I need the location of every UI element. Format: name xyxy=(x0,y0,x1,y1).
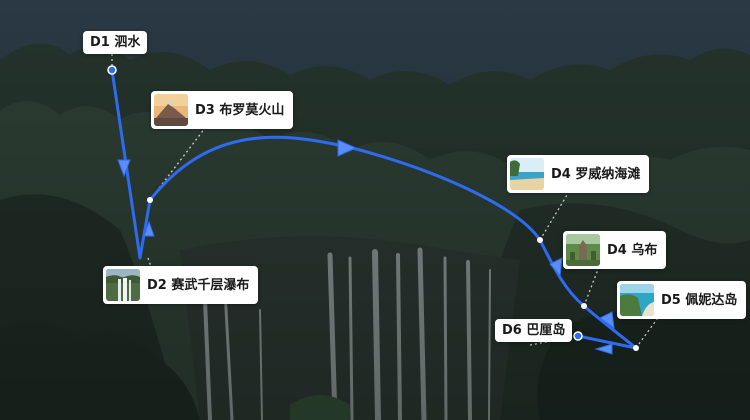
direction-arrow-3 xyxy=(337,139,358,157)
direction-arrow-5 xyxy=(599,311,615,330)
stop-label-text: D2 赛武千层瀑布 xyxy=(147,277,250,293)
stop-label-d4a[interactable]: D4 罗威纳海滩 xyxy=(507,155,650,193)
stop-label-d1[interactable]: D1 泗水 xyxy=(83,31,148,54)
direction-arrow-4 xyxy=(549,257,563,278)
stop-label-text: D5 佩妮达岛 xyxy=(661,292,738,308)
stop-label-text: D4 乌布 xyxy=(607,242,658,258)
d4b-leader-line xyxy=(583,263,601,307)
stop-label-d3[interactable]: D3 布罗莫火山 xyxy=(151,91,294,129)
stop-label-d4b[interactable]: D4 乌布 xyxy=(563,231,667,269)
d5-leader-line xyxy=(635,314,661,349)
stop-label-d5[interactable]: D5 佩妮达岛 xyxy=(617,281,747,319)
stop-label-text: D6 巴厘岛 xyxy=(502,323,566,338)
stop-label-text: D3 布罗莫火山 xyxy=(195,102,285,118)
stop-label-text: D1 泗水 xyxy=(90,35,141,50)
d5-marker xyxy=(633,345,639,351)
d4a-marker xyxy=(537,237,543,243)
d3-marker xyxy=(147,197,153,203)
direction-arrow-2 xyxy=(143,220,155,237)
stop-label-text: D4 罗威纳海滩 xyxy=(551,166,641,182)
waterfall-photo-thumbnail xyxy=(106,269,140,301)
d4b-marker xyxy=(581,303,587,309)
direction-arrow-1 xyxy=(117,159,131,178)
d6-marker xyxy=(573,331,583,341)
coast-photo-thumbnail xyxy=(620,284,654,316)
stop-label-d6[interactable]: D6 巴厘岛 xyxy=(495,319,573,342)
volcano-photo-thumbnail xyxy=(154,94,188,126)
stop-label-d2[interactable]: D2 赛武千层瀑布 xyxy=(103,266,259,304)
d1-marker xyxy=(107,65,117,75)
route-line xyxy=(110,68,638,350)
temple-photo-thumbnail xyxy=(566,234,600,266)
beach-photo-thumbnail xyxy=(510,158,544,190)
direction-arrow-6 xyxy=(594,343,613,355)
